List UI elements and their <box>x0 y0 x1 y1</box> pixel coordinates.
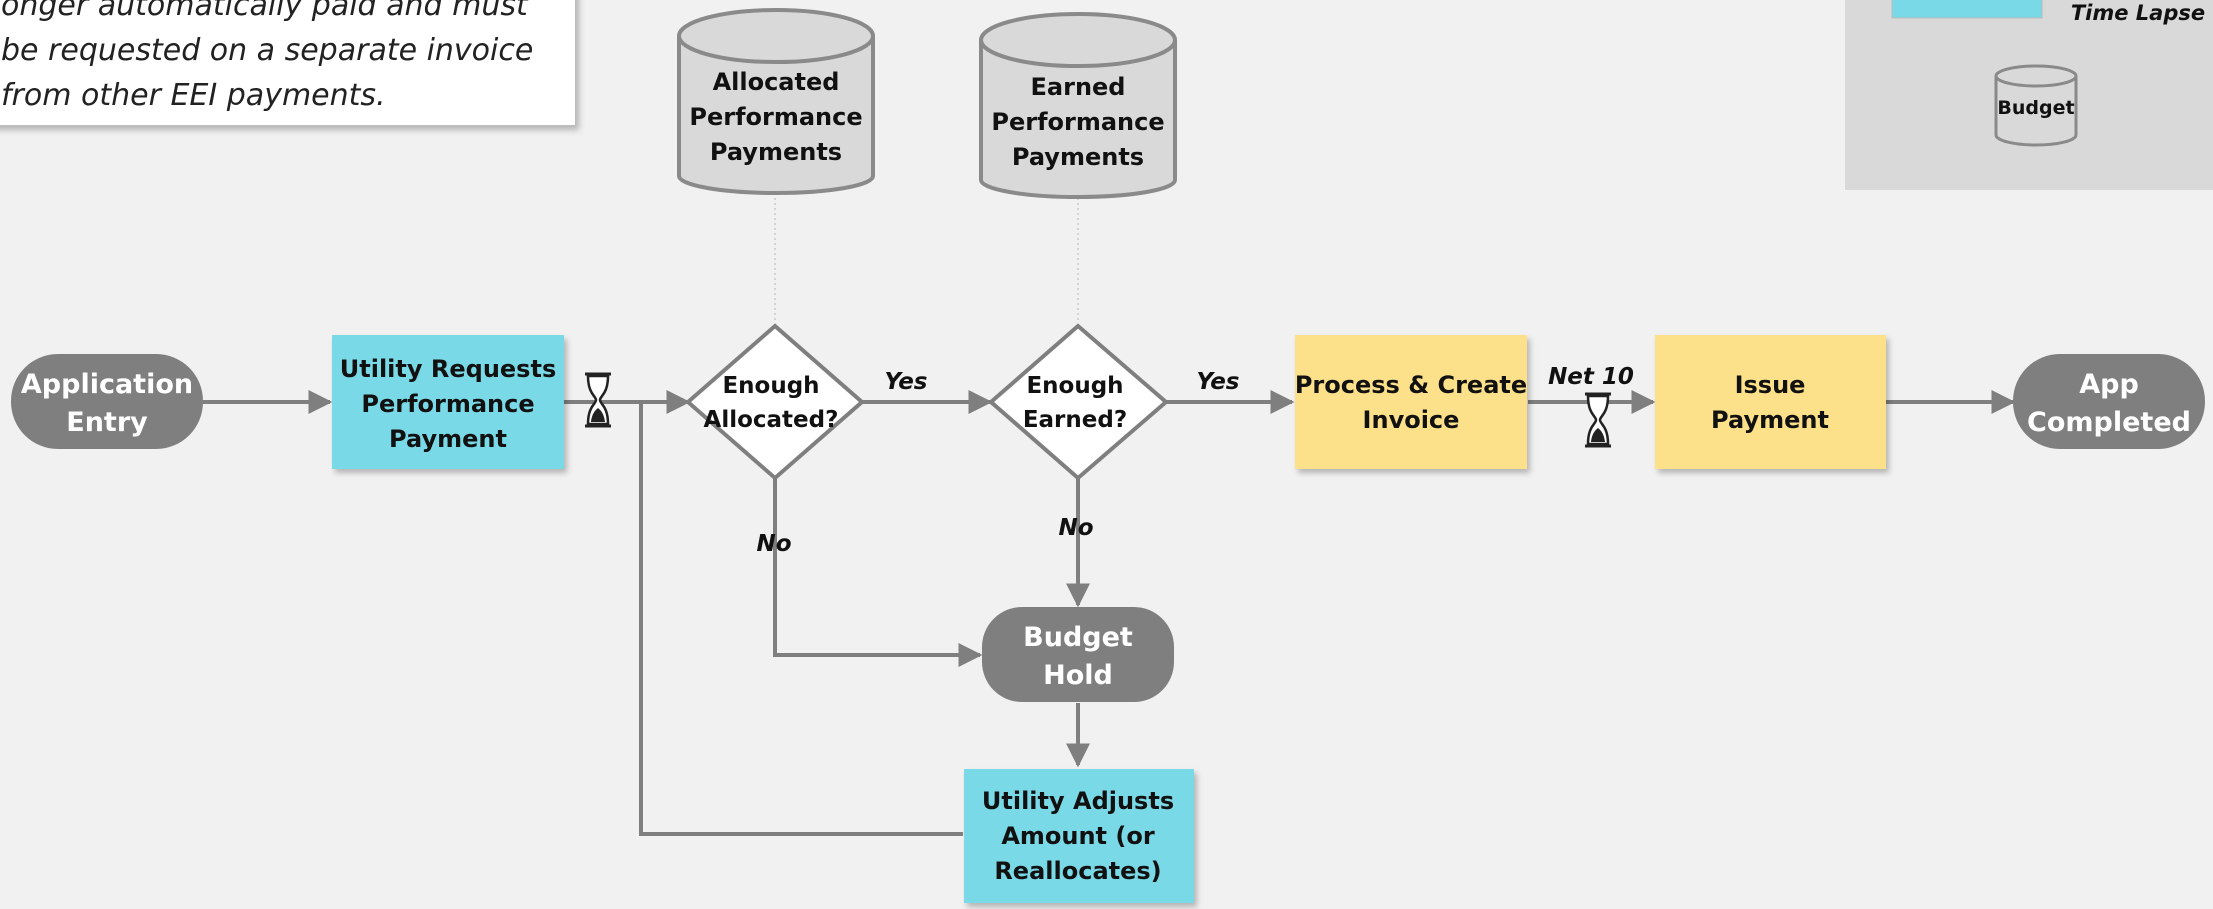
node-budget-hold: Budget Hold <box>982 607 1174 702</box>
utility-requests-line-1: Utility Requests <box>340 355 556 383</box>
process-invoice-line-1: Process & Create <box>1295 371 1527 399</box>
node-utility-requests: Utility Requests Performance Payment <box>332 335 564 469</box>
node-earned-db: Earned Performance Payments <box>979 12 1177 199</box>
enough-allocated-line-1: Enough <box>722 373 819 399</box>
enough-allocated-line-2: Allocated? <box>704 407 839 433</box>
app-completed-line-2: Completed <box>2027 407 2191 438</box>
hourglass-icon <box>1585 392 1611 448</box>
node-utility-adjusts: Utility Adjusts Amount (or Reallocates) <box>964 769 1194 903</box>
edge-label-yes-earned: Yes <box>1197 369 1240 395</box>
enough-earned-line-2: Earned? <box>1023 407 1127 433</box>
budget-hold-line-1: Budget <box>1023 622 1133 653</box>
edge-allocated-no <box>773 478 983 667</box>
earned-db-line-3: Payments <box>1012 143 1144 171</box>
node-enough-allocated: Enough Allocated? <box>684 323 866 481</box>
utility-adjusts-line-2: Amount (or <box>1001 822 1155 850</box>
enough-earned-line-1: Enough <box>1026 373 1123 399</box>
legend-contents: Time Lapse Budget <box>1891 0 2205 147</box>
application-entry-line-2: Entry <box>66 407 148 438</box>
legend-time-lapse-label: Time Lapse <box>2071 1 2205 25</box>
hourglass-icon <box>585 372 611 428</box>
utility-adjusts-line-3: Reallocates) <box>994 857 1161 885</box>
earned-db-line-1: Earned <box>1031 73 1126 101</box>
application-entry-line-1: Application <box>21 369 193 400</box>
issue-payment-line-2: Payment <box>1711 406 1829 434</box>
utility-adjusts-line-1: Utility Adjusts <box>982 787 1174 815</box>
node-application-entry: Application Entry <box>11 354 203 449</box>
legend-utility-swatch <box>1891 0 2043 19</box>
allocated-db-line-1: Allocated <box>713 68 840 96</box>
utility-requests-line-3: Payment <box>389 425 507 453</box>
node-issue-payment: Issue Payment <box>1655 335 1886 469</box>
edge-label-no-allocated: No <box>756 531 791 557</box>
node-process-invoice: Process & Create Invoice <box>1295 335 1527 469</box>
allocated-db-line-2: Performance <box>689 103 862 131</box>
earned-db-line-2: Performance <box>991 108 1164 136</box>
legend-budget-label: Budget <box>1997 97 2074 119</box>
node-allocated-db: Allocated Performance Payments <box>677 8 875 195</box>
connectors <box>203 390 2016 836</box>
node-enough-earned: Enough Earned? <box>987 323 1170 481</box>
allocated-db-line-3: Payments <box>710 138 842 166</box>
cylinder-icon <box>1994 64 2078 147</box>
info-note: onger automatically paid and must be req… <box>0 0 576 126</box>
node-app-completed: App Completed <box>2013 354 2205 449</box>
budget-hold-line-2: Hold <box>1043 660 1113 691</box>
info-note-text: onger automatically paid and must be req… <box>1 0 534 113</box>
edge-label-no-earned: No <box>1058 515 1093 541</box>
edge-label-yes-allocated: Yes <box>885 369 928 395</box>
edge-adjust-loop <box>639 402 963 836</box>
issue-payment-line-1: Issue <box>1735 371 1806 399</box>
edge-label-net10: Net 10 <box>1548 364 1634 390</box>
utility-requests-line-2: Performance <box>361 390 534 418</box>
process-invoice-line-2: Invoice <box>1363 406 1460 434</box>
app-completed-line-1: App <box>2079 369 2139 400</box>
